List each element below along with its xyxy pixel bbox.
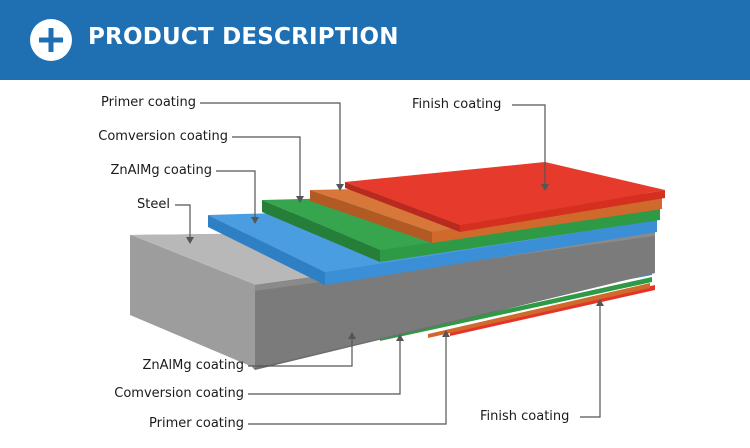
label-bottom-primer: Primer coating [149,416,244,431]
bottom-primer-layer [428,283,650,338]
label-top-conversion: Comversion coating [98,129,228,144]
label-steel: Steel [137,197,170,212]
bottom-conversion-layer [380,277,652,341]
top-finish-layer [345,162,665,232]
arrowheads [186,184,604,341]
label-top-finish: Finish coating [412,97,502,112]
header-banner: PRODUCT DESCRIPTION [0,0,750,80]
label-top-primer: Primer coating [101,95,196,110]
leader-lines [175,102,601,425]
coating-layers-diagram [130,102,665,425]
plus-icon [30,19,72,61]
page-title: PRODUCT DESCRIPTION [88,24,399,50]
label-bottom-conversion: Comversion coating [114,386,244,401]
label-top-znalmg: ZnAlMg coating [110,163,212,178]
label-bottom-znalmg: ZnAlMg coating [142,358,244,373]
label-bottom-finish: Finish coating [480,409,570,424]
